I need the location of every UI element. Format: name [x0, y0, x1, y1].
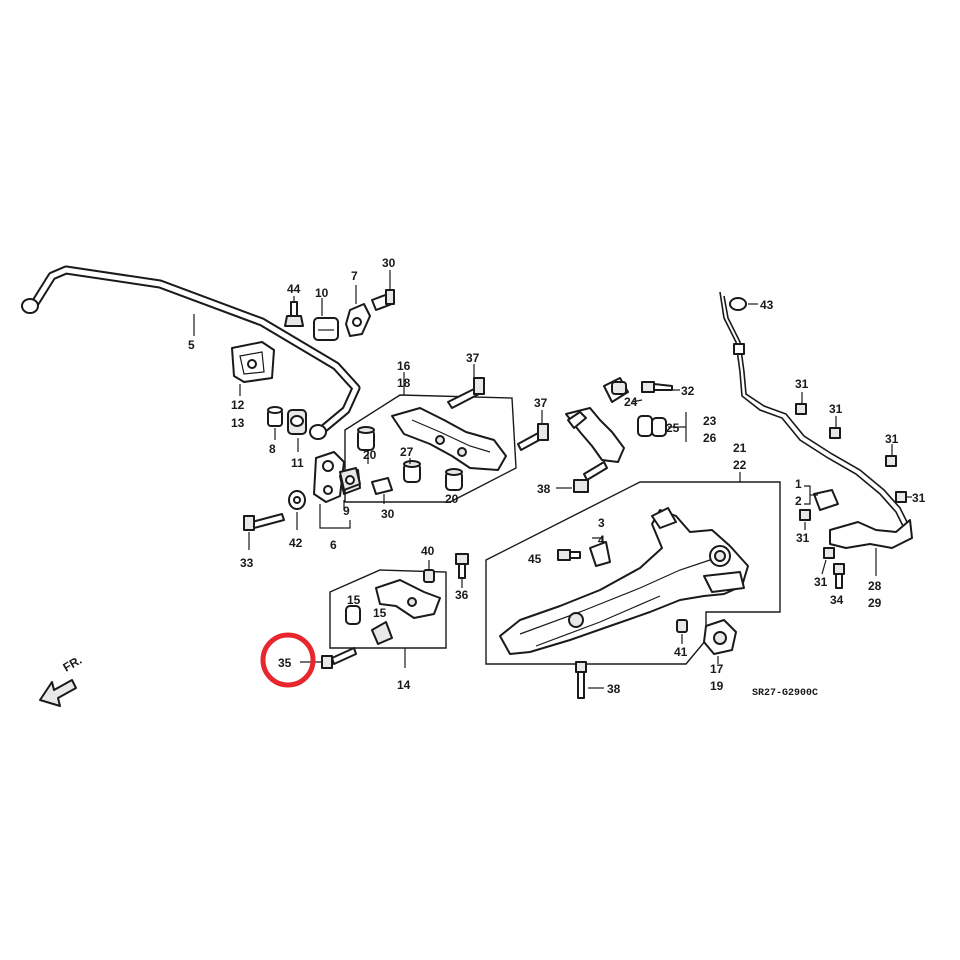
callout-24[interactable]: 24: [624, 395, 638, 409]
callout-43[interactable]: 43: [760, 298, 774, 312]
callout-3[interactable]: 3: [598, 516, 605, 530]
callout-25[interactable]: 25: [666, 421, 680, 435]
callout-21[interactable]: 21: [733, 441, 747, 455]
highlight-circle: [260, 632, 316, 688]
nut-40: [423, 569, 435, 583]
callout-4[interactable]: 4: [598, 533, 605, 547]
callout-16[interactable]: 16: [397, 359, 411, 373]
bushing-27: [403, 460, 421, 483]
callout-2[interactable]: 2: [795, 494, 802, 508]
callout-37-upper[interactable]: 37: [466, 351, 480, 365]
callout-10[interactable]: 10: [315, 286, 329, 300]
callout-38-bottom[interactable]: 38: [607, 682, 621, 696]
bolt-33: [243, 513, 285, 531]
callout-35[interactable]: 35: [278, 656, 292, 670]
callout-31-c[interactable]: 31: [885, 432, 899, 446]
callout-37-lower[interactable]: 37: [534, 396, 548, 410]
nut-41: [676, 619, 688, 633]
callout-45[interactable]: 45: [528, 552, 542, 566]
callout-11[interactable]: 11: [291, 456, 304, 470]
bolt-37-upper: [447, 377, 485, 409]
bushing-24: [603, 377, 629, 403]
callout-38-middle[interactable]: 38: [537, 482, 551, 496]
callout-23[interactable]: 23: [703, 414, 717, 428]
callout-30-bottom[interactable]: 30: [381, 507, 395, 521]
callout-7[interactable]: 7: [351, 269, 358, 283]
callout-42[interactable]: 42: [289, 536, 303, 550]
bolt-38-middle: [573, 461, 608, 493]
bolt-32: [641, 381, 673, 393]
bushing-10: [313, 317, 339, 341]
bolt-30-top: [371, 289, 395, 311]
bushing-15b: [371, 621, 393, 645]
callout-19[interactable]: 19: [710, 679, 724, 693]
callout-31-a[interactable]: 31: [795, 377, 809, 391]
callout-20-b[interactable]: 20: [445, 492, 459, 506]
diagram-reference-code: SR27-G2900C: [752, 688, 818, 699]
callout-5[interactable]: 5: [188, 338, 195, 352]
bolt-39: [371, 477, 393, 495]
callout-20-a[interactable]: 20: [363, 448, 377, 462]
upper-arm: [391, 407, 507, 471]
callout-28[interactable]: 28: [868, 579, 882, 593]
bracket-7: [345, 303, 371, 337]
callout-6[interactable]: 6: [330, 538, 337, 552]
bolt-36: [455, 553, 469, 579]
bolt-34: [833, 563, 845, 589]
callout-12[interactable]: 12: [231, 398, 245, 412]
bushings-25: [637, 415, 667, 437]
callout-1[interactable]: 1: [795, 477, 802, 491]
callout-18[interactable]: 18: [397, 376, 411, 390]
compensator-arm: [565, 407, 625, 463]
callout-44[interactable]: 44: [287, 282, 301, 296]
callout-36[interactable]: 36: [455, 588, 469, 602]
front-direction-label: FR.: [61, 653, 85, 675]
trailing-arm: [499, 507, 749, 655]
callout-15-a[interactable]: 15: [347, 593, 361, 607]
bolt-37-lower: [517, 423, 549, 451]
callout-34[interactable]: 34: [830, 593, 844, 607]
callout-31-b[interactable]: 31: [829, 402, 843, 416]
stabilizer-bracket: [231, 341, 275, 383]
bushing-15a: [345, 605, 361, 625]
bolt-35: [321, 647, 357, 669]
callout-8[interactable]: 8: [269, 442, 276, 456]
hub-17: [703, 619, 737, 655]
callout-17[interactable]: 17: [710, 662, 724, 676]
callout-31-e[interactable]: 31: [796, 531, 810, 545]
callout-31-d[interactable]: 31: [912, 491, 926, 505]
callout-15-b[interactable]: 15: [373, 606, 387, 620]
bushing-20b: [445, 468, 463, 491]
washer-42: [288, 490, 306, 510]
callout-13[interactable]: 13: [231, 416, 245, 430]
bolt-44: [284, 301, 304, 327]
callout-41[interactable]: 41: [674, 645, 688, 659]
callout-22[interactable]: 22: [733, 458, 747, 472]
callout-31-f[interactable]: 31: [814, 575, 828, 589]
callout-30-top[interactable]: 30: [382, 256, 396, 270]
callout-40[interactable]: 40: [421, 544, 435, 558]
cap-8: [267, 406, 283, 427]
grommet-43: [729, 297, 747, 311]
bushing-11: [287, 409, 307, 435]
callout-32[interactable]: 32: [681, 384, 695, 398]
clips-31: [795, 403, 907, 559]
callout-9[interactable]: 9: [343, 504, 350, 518]
lower-arm: [375, 579, 441, 619]
stabilizer-link: [313, 451, 361, 503]
callout-29[interactable]: 29: [868, 596, 882, 610]
nut-30: [339, 467, 361, 491]
callout-27[interactable]: 27: [400, 445, 414, 459]
front-direction-arrow: [39, 679, 77, 707]
bolt-45: [557, 549, 581, 561]
stabilizer-bar: [21, 265, 361, 440]
bushing-20a: [357, 426, 375, 451]
bracket-3-4: [589, 541, 611, 567]
callout-26[interactable]: 26: [703, 431, 717, 445]
abs-sensor-harness: [719, 291, 913, 549]
callout-33[interactable]: 33: [240, 556, 254, 570]
callout-14[interactable]: 14: [397, 678, 411, 692]
bolt-38-bottom: [575, 661, 587, 699]
